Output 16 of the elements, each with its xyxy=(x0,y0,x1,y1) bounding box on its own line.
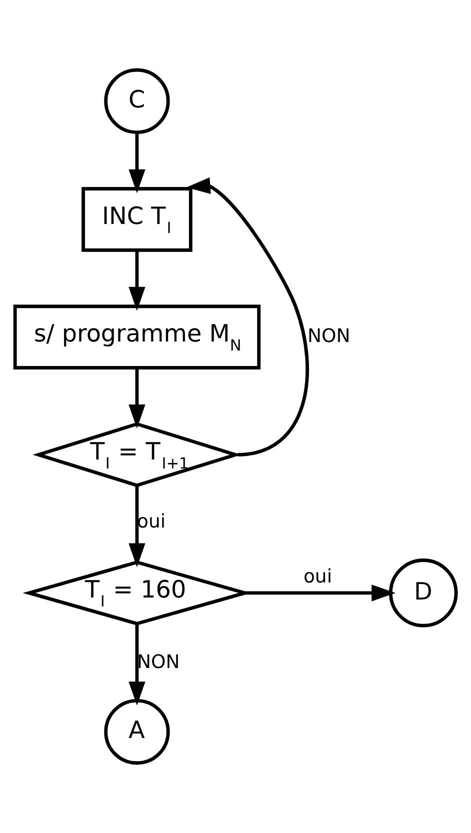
node-box: s/ programme M$_{N}$ xyxy=(13,304,261,370)
node-circle: A xyxy=(104,699,170,765)
arrow xyxy=(128,486,146,568)
arrow xyxy=(128,368,146,428)
node-circle: C xyxy=(104,68,170,134)
arrow xyxy=(128,624,146,706)
arrow xyxy=(245,584,396,602)
arrow xyxy=(128,250,146,311)
edge-label: oui xyxy=(136,512,166,533)
edge-label: NON xyxy=(307,326,350,347)
edge-label: NON xyxy=(136,652,180,673)
node-circle: D xyxy=(388,558,458,628)
edge-label: oui xyxy=(303,566,332,588)
arrow xyxy=(186,177,309,456)
node-box: INC T$_{I}$ xyxy=(82,187,192,252)
arrow xyxy=(128,133,146,194)
